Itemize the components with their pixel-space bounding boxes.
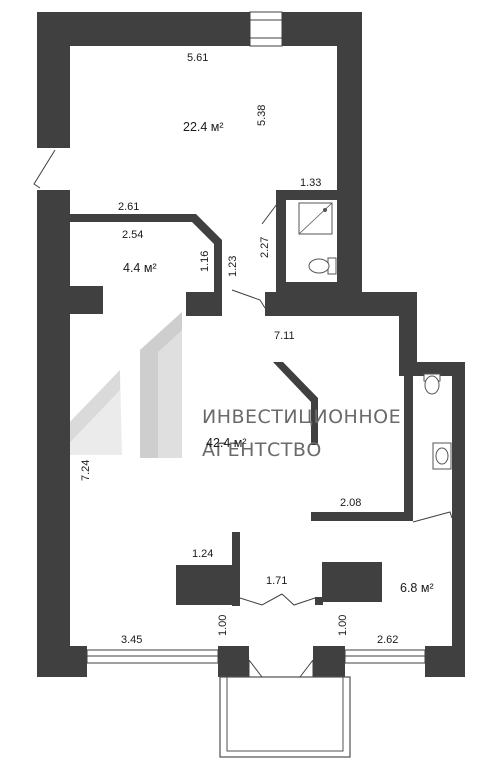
room-area-hall: 42.4 м² (206, 436, 247, 450)
watermark-line2: АГЕНТСТВО (202, 439, 322, 461)
dim-pillar-left: 1.00 (217, 615, 229, 636)
dim-small-side: 1.16 (199, 251, 211, 272)
sink-icon (432, 442, 452, 470)
dim-top-width: 5.61 (187, 52, 208, 64)
dim-entrance: 1.71 (266, 575, 287, 587)
exterior-walls (37, 11, 465, 677)
dim-hall-width: 7.11 (274, 330, 295, 342)
room-area-main: 22.4 м² (183, 120, 224, 134)
dim-bath-width: 1.33 (300, 177, 321, 189)
dim-partition: 2.08 (340, 497, 361, 509)
dim-small-top: 2.61 (118, 201, 139, 213)
dim-top-height: 5.38 (256, 105, 268, 126)
room-area-right: 6.8 м² (400, 581, 434, 595)
balcony (219, 659, 351, 758)
dim-column-left: 1.24 (192, 548, 213, 560)
dim-pillar-right: 1.00 (337, 615, 349, 636)
toilet-icon (423, 373, 441, 395)
interior-walls (37, 190, 413, 606)
toilet-icon (308, 257, 337, 275)
dim-bottom-left: 3.45 (121, 634, 142, 646)
dim-bath-height: 2.27 (259, 237, 271, 258)
bottom-windows (86, 649, 426, 664)
dim-corridor: 1.23 (227, 256, 239, 277)
room-area-small: 4.4 м² (123, 261, 157, 275)
watermark-line1: ИНВЕСТИЦИОННОЕ (202, 406, 401, 428)
shower-icon (298, 202, 333, 235)
dim-hall-height: 7.24 (80, 460, 92, 481)
doors (33, 148, 453, 606)
dim-bottom-right: 2.62 (377, 634, 398, 646)
dim-small-inner: 2.54 (122, 229, 143, 241)
